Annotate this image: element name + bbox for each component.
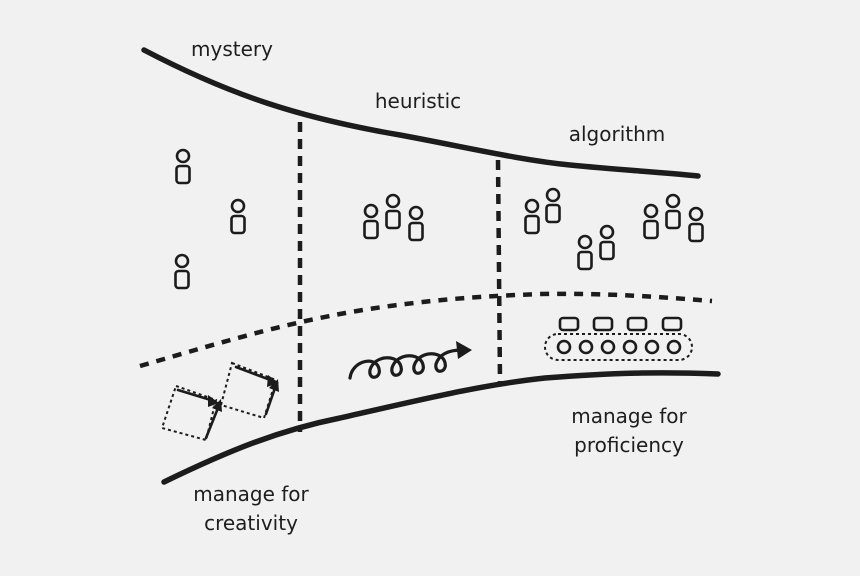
person-icon [408,205,424,242]
person-icon [385,193,401,230]
funnel-top-boundary [141,47,701,179]
spiral-arrow-icon [348,341,472,380]
person-icon [524,198,540,235]
person-icon [230,198,246,235]
conveyor-belt-icon [544,316,693,361]
label-manage-creativity-line2: creativity [204,511,298,535]
divider-heuristic-algorithm [495,159,503,383]
person-icon [577,234,593,271]
heuristic-people-group [363,193,424,242]
dotted-box-icon [160,361,279,442]
person-icon [363,203,379,240]
person-icon [665,193,681,230]
middle-dashed-curve [139,291,713,369]
person-icon [175,148,191,185]
algorithm-people-group [524,187,704,271]
person-icon [599,224,615,261]
person-icon [643,203,659,240]
funnel-bottom-boundary [161,370,721,485]
label-algorithm: algorithm [569,122,666,146]
person-icon [174,253,190,290]
label-manage-proficiency-line2: proficiency [574,433,684,457]
label-heuristic: heuristic [375,89,461,113]
label-mystery: mystery [191,37,273,61]
label-manage-creativity-line1: manage for [193,482,309,506]
mystery-people-group [174,148,246,290]
person-icon [688,206,704,243]
label-manage-proficiency-line1: manage for [571,404,687,428]
person-icon [545,187,561,224]
